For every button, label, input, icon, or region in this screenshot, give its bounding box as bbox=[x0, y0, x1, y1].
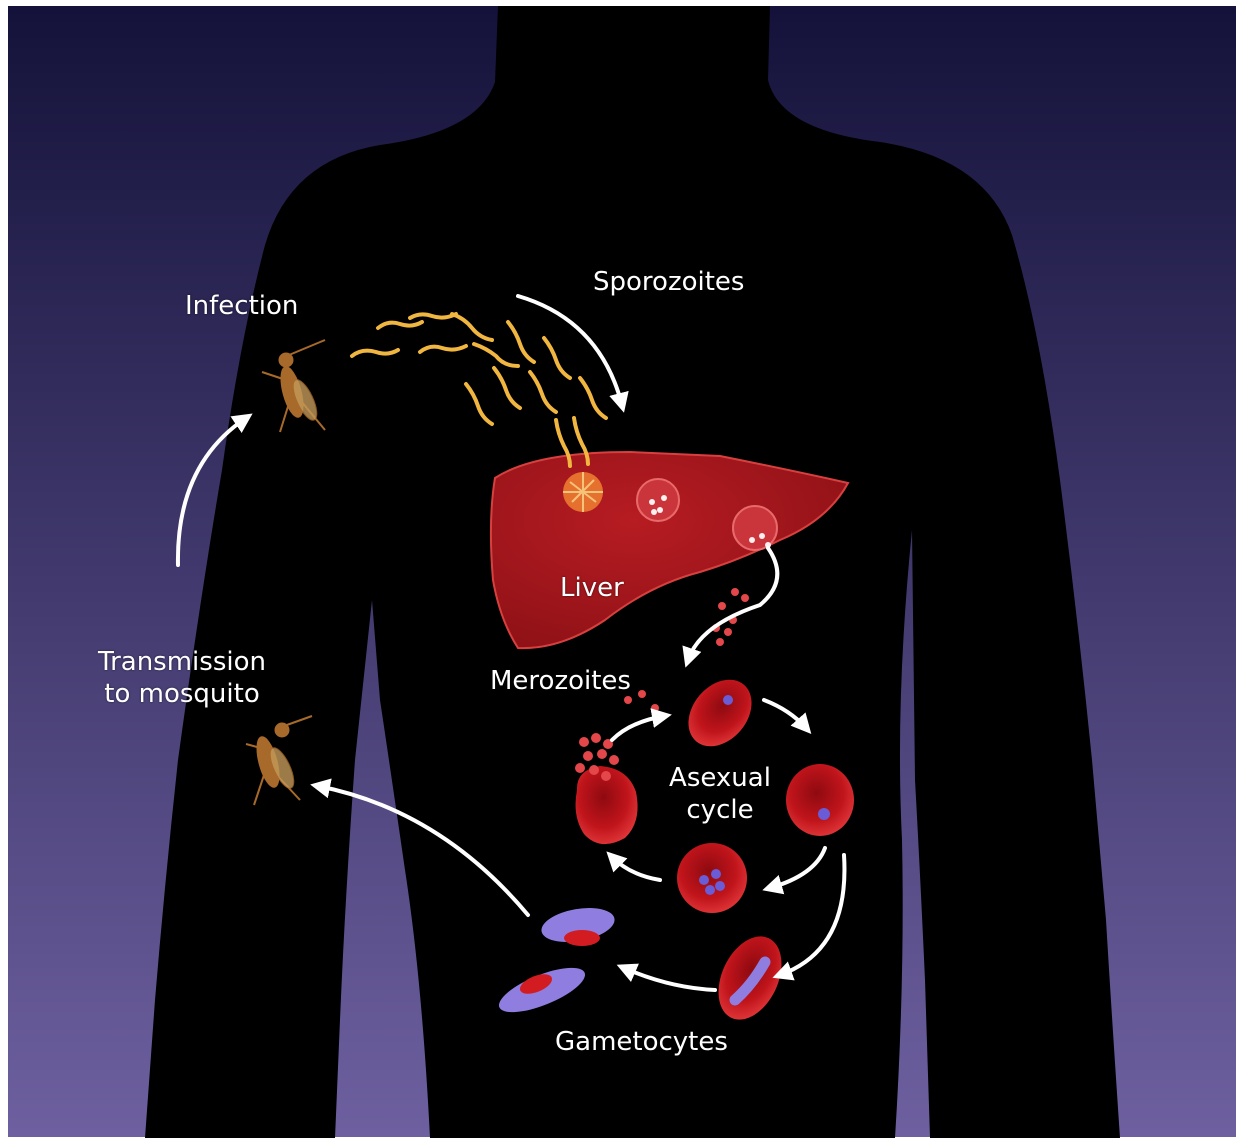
label-sporozoites: Sporozoites bbox=[593, 266, 744, 298]
liver-infected-cell bbox=[563, 472, 603, 512]
label-asexual-line2: cycle bbox=[655, 794, 785, 826]
label-asexual-line1: Asexual bbox=[655, 762, 785, 794]
label-transmission-line1: Transmission bbox=[88, 646, 276, 678]
label-transmission-line2: to mosquito bbox=[88, 678, 276, 710]
label-asexual-cycle: Asexual cycle bbox=[655, 762, 785, 826]
label-transmission: Transmission to mosquito bbox=[88, 646, 276, 710]
red-blood-cell-schizont bbox=[677, 843, 747, 913]
red-blood-cell-trophozoite bbox=[786, 764, 854, 836]
label-liver: Liver bbox=[560, 572, 624, 604]
liver-schizont bbox=[637, 479, 679, 521]
label-infection: Infection bbox=[185, 290, 298, 322]
liver-schizont-rupturing bbox=[733, 506, 777, 550]
label-gametocytes: Gametocytes bbox=[555, 1026, 728, 1058]
label-merozoites: Merozoites bbox=[490, 665, 631, 697]
